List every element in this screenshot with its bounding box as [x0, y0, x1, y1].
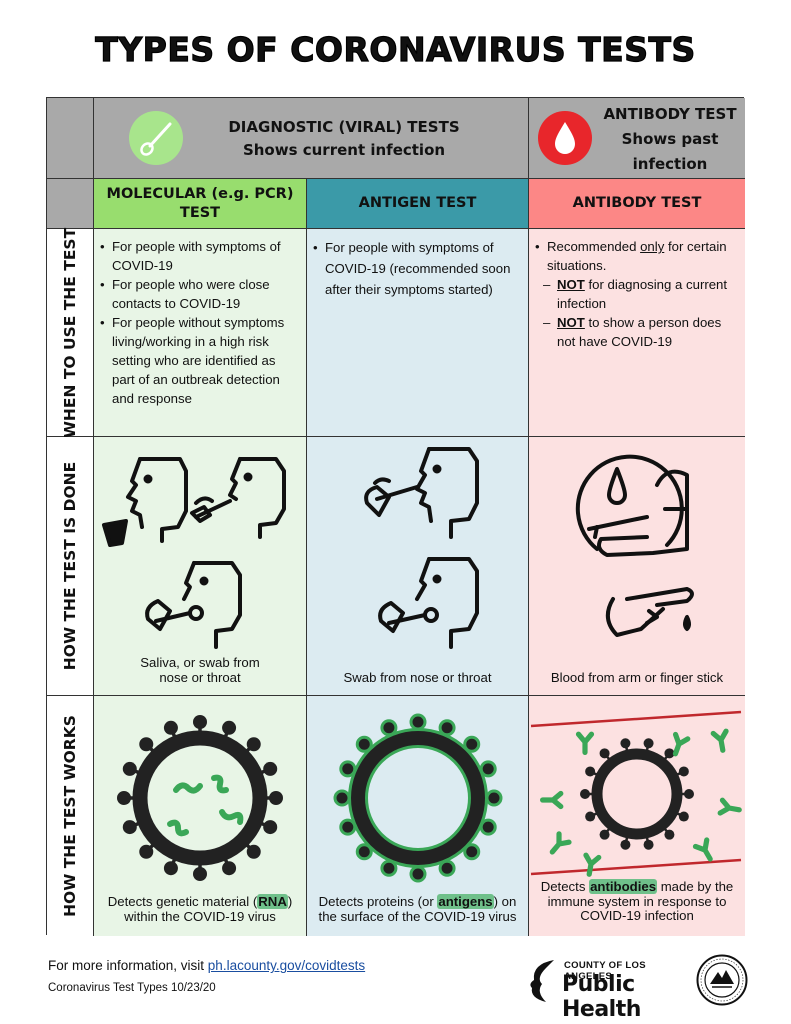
blood-draw-illustration — [575, 454, 694, 637]
virus-antigen-icon — [333, 713, 503, 883]
molecular-works-pre: Detects genetic material ( — [107, 894, 258, 909]
antigen-works-line-1: Detects proteins (or antigens) on — [307, 894, 528, 909]
blood-drop-icon — [538, 111, 592, 165]
covidtests-link[interactable]: ph.lacounty.gov/covidtests — [207, 958, 366, 973]
page-title: TYPES OF CORONAVIRUS TESTS — [95, 29, 696, 69]
how-works-antigen: Detects proteins (or antigens) on the su… — [307, 696, 529, 936]
how-works-molecular: Detects genetic material (RNA) within th… — [94, 696, 307, 936]
antibody-works-post: made by the — [657, 879, 734, 894]
not-text: NOT — [557, 315, 585, 330]
antibody-column-header: ANTIBODY TEST — [529, 179, 745, 229]
antibody-header-text: ANTIBODY TEST — [572, 195, 702, 211]
nose-throat-swab-illustration — [364, 447, 479, 649]
antibodies-highlight: antibodies — [589, 879, 658, 894]
antibody-works-pre: Detects — [540, 879, 590, 894]
when-antigen: For people with symptoms of COVID-19 (re… — [307, 229, 529, 437]
row-label-when: WHEN TO USE THE TEST — [47, 227, 94, 438]
how-done-antibody: Blood from arm or finger stick — [529, 437, 745, 696]
dept-label: Public Health — [562, 972, 641, 1022]
when-molecular: For people with symptoms of COVID-19 For… — [94, 229, 307, 437]
logo-mark-icon — [530, 960, 554, 1002]
molecular-column-header: MOLECULAR (e.g. PCR) TEST — [94, 179, 307, 229]
situations-text: for certain situations. — [547, 239, 727, 273]
antibody-method-text: Blood from arm or finger stick — [550, 670, 724, 685]
antibody-works-line-3: COVID-19 infection — [580, 908, 694, 923]
row-label-how-works: HOW THE TEST WORKS — [47, 696, 94, 936]
rna-highlight: RNA — [257, 894, 288, 909]
antigens-highlight: antigens — [437, 894, 494, 909]
subheader-blank — [47, 179, 94, 229]
molecular-method-line-1: Saliva, or swab from — [140, 655, 260, 670]
list-item: NOT for diagnosing a current infection — [543, 275, 739, 313]
swab-icon — [129, 111, 183, 165]
saliva-swab-illustration — [102, 457, 286, 649]
row-label-how-done: HOW THE TEST IS DONE — [47, 437, 94, 696]
how-done-molecular: Saliva, or swab from nose or throat — [94, 437, 307, 696]
list-item: For people with symptoms of COVID-19 (re… — [313, 237, 522, 300]
more-info-line: For more information, visit ph.lacounty.… — [48, 958, 365, 973]
antigen-works-post: ) on — [493, 894, 517, 909]
public-health-logo: COUNTY OF LOS ANGELES Public Health — [524, 956, 694, 1022]
only-text: only — [640, 239, 665, 254]
row-label-when-text: WHEN TO USE THE TEST — [61, 227, 79, 438]
antigen-method-text: Swab from nose or throat — [343, 670, 492, 685]
row-label-how-works-text: HOW THE TEST WORKS — [61, 715, 79, 917]
county-label: COUNTY OF LOS ANGELES — [564, 960, 646, 982]
more-info-text: For more information, visit — [48, 958, 208, 973]
antibody-works-line-1: Detects antibodies made by the — [529, 879, 745, 895]
list-item: NOT to show a person does not have COVID… — [543, 313, 739, 351]
antigen-works-line-2: the surface of the COVID-19 virus — [318, 909, 517, 924]
virus-antibody-icon — [530, 710, 742, 877]
how-works-antibody: Detects antibodies made by the immune sy… — [529, 696, 745, 936]
when-antibody: Recommended only for certain situations.… — [529, 229, 745, 437]
antibody-header-title: ANTIBODY TEST — [603, 105, 737, 123]
antigen-works-pre: Detects proteins (or — [318, 894, 438, 909]
county-seal-icon — [696, 954, 748, 1006]
molecular-works-line-1: Detects genetic material (RNA) — [94, 894, 306, 909]
antibody-header: ANTIBODY TEST Shows past infection — [529, 98, 745, 179]
antibody-header-sub-1: Shows past — [621, 130, 719, 148]
list-item: Recommended only for certain situations. — [535, 237, 739, 275]
diagnostic-title: DIAGNOSTIC (VIRAL) TESTS — [228, 118, 460, 136]
list-item: For people without symptoms living/worki… — [100, 313, 300, 408]
antigen-header-text: ANTIGEN TEST — [358, 195, 477, 211]
header-blank — [47, 98, 94, 179]
molecular-header-line-2: TEST — [179, 204, 221, 221]
how-done-antigen: Swab from nose or throat — [307, 437, 529, 696]
antibody-works-line-2: immune system in response to — [547, 893, 727, 909]
antibody-header-sub-2: infection — [632, 155, 708, 173]
test-comparison-table: DIAGNOSTIC (VIRAL) TESTS Shows current i… — [46, 97, 745, 936]
virus-rna-icon — [117, 715, 283, 881]
row-label-how-done-text: HOW THE TEST IS DONE — [61, 461, 79, 671]
not-diagnosing-text: for diagnosing a current infection — [557, 277, 728, 311]
molecular-works-post: ) — [287, 894, 293, 909]
list-item: For people who were close contacts to CO… — [100, 275, 300, 313]
antigen-column-header: ANTIGEN TEST — [307, 179, 529, 229]
diagnostic-header: DIAGNOSTIC (VIRAL) TESTS Shows current i… — [94, 98, 529, 179]
not-show-text: to show a person does not have COVID-19 — [557, 315, 722, 349]
molecular-method-line-2: nose or throat — [159, 670, 241, 685]
document-id: Coronavirus Test Types 10/23/20 — [48, 982, 216, 994]
molecular-header-line-1: MOLECULAR (e.g. PCR) — [106, 185, 294, 202]
molecular-works-line-2: within the COVID-19 virus — [124, 909, 276, 924]
not-text: NOT — [557, 277, 585, 292]
diagnostic-subtitle: Shows current infection — [242, 141, 446, 159]
list-item: For people with symptoms of COVID-19 — [100, 237, 300, 275]
recommended-text: Recommended — [547, 239, 641, 254]
